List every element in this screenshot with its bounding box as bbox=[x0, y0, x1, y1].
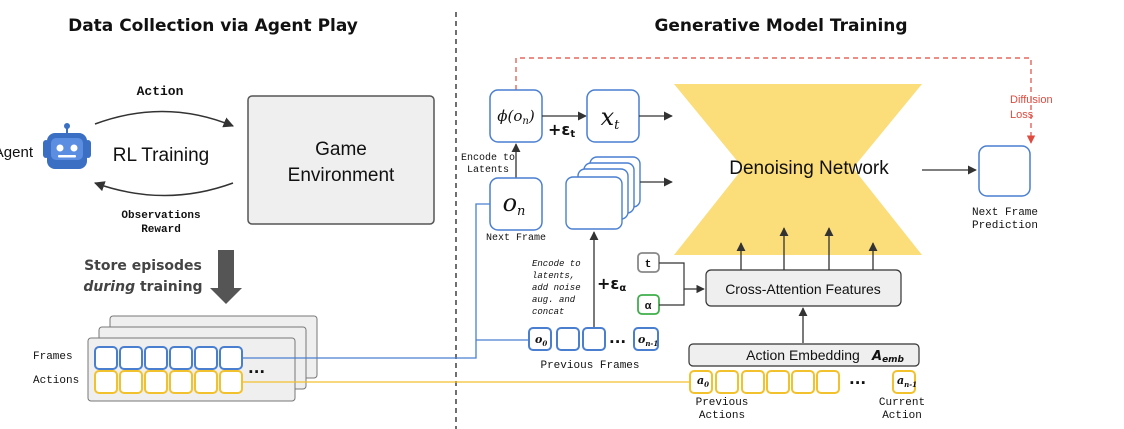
diffusion-loss-path bbox=[515, 57, 1036, 144]
left-actions-row bbox=[94, 370, 243, 394]
encode-latents-line1: Encode to bbox=[461, 152, 515, 164]
left-frames-row bbox=[94, 346, 243, 370]
game-environment-box bbox=[247, 95, 435, 225]
svg-text:Encode to: Encode to bbox=[532, 259, 581, 269]
action-square bbox=[119, 370, 143, 394]
o0-label: o0 bbox=[535, 333, 547, 348]
on1-label: on-1 bbox=[638, 333, 658, 348]
action-square bbox=[715, 370, 739, 394]
left-panel-title: Data Collection via Agent Play bbox=[68, 16, 358, 36]
svg-text:add noise: add noise bbox=[532, 283, 581, 293]
action-square bbox=[791, 370, 815, 394]
frame-square bbox=[219, 346, 243, 370]
a0-label: a0 bbox=[697, 374, 709, 389]
agent-label: Agent bbox=[0, 144, 34, 161]
right-panel-title: Generative Model Training bbox=[654, 16, 907, 36]
game-env-line2: Environment bbox=[288, 165, 395, 186]
action-square bbox=[766, 370, 790, 394]
actions-row-label: Actions bbox=[33, 375, 79, 387]
action-square bbox=[741, 370, 765, 394]
eps-t-label: +εt bbox=[548, 120, 575, 140]
frames-connector-line bbox=[243, 203, 490, 359]
denoising-network-label: Denoising Network bbox=[729, 158, 889, 179]
alpha-label: α bbox=[645, 301, 652, 313]
store-down-arrow bbox=[210, 250, 242, 304]
right-frames-ellipsis: ... bbox=[609, 329, 626, 347]
frame-square bbox=[582, 327, 606, 351]
frame-square bbox=[94, 346, 118, 370]
previous-actions-line1: Previous bbox=[696, 397, 749, 409]
action-embedding-label: Action Embedding bbox=[746, 347, 860, 363]
a-emb-label: Aemb bbox=[871, 349, 905, 365]
cross-attention-label: Cross-Attention Features bbox=[725, 281, 881, 297]
reward-label: Reward bbox=[141, 224, 181, 236]
robot-icon bbox=[43, 123, 91, 169]
svg-text:aug. and: aug. and bbox=[532, 295, 576, 305]
action-square bbox=[816, 370, 840, 394]
svg-text:latents,: latents, bbox=[532, 271, 575, 281]
diffusion-loss-line2: Loss bbox=[1010, 109, 1034, 121]
frames-row-label: Frames bbox=[33, 351, 73, 363]
action-label: Action bbox=[137, 84, 184, 99]
diffusion-loss-line1: Diffusion bbox=[1010, 94, 1053, 106]
eps-alpha-label: +εα bbox=[597, 274, 626, 294]
alpha-connector bbox=[659, 289, 685, 306]
frame-square bbox=[169, 346, 193, 370]
frame-square bbox=[194, 346, 218, 370]
encode-noise-text: Encode to latents, add noise aug. and co… bbox=[532, 259, 581, 317]
current-action-line2: Action bbox=[882, 410, 922, 422]
svg-text:concat: concat bbox=[532, 307, 564, 317]
store-episodes-line2: during training bbox=[83, 279, 202, 295]
frame-square bbox=[556, 327, 580, 351]
t-connector bbox=[659, 262, 705, 294]
current-action-line1: Current bbox=[879, 397, 925, 409]
action-square bbox=[94, 370, 118, 394]
store-during-text: during bbox=[83, 279, 135, 295]
denoising-network-shape bbox=[674, 84, 922, 255]
store-training-text: training bbox=[135, 279, 202, 295]
action-square bbox=[144, 370, 168, 394]
left-ellipsis: ... bbox=[248, 359, 265, 377]
action-square bbox=[169, 370, 193, 394]
frame-square bbox=[528, 327, 552, 351]
previous-frames-label: Previous Frames bbox=[540, 360, 639, 372]
on-label: on bbox=[503, 189, 526, 219]
observations-arrow bbox=[94, 181, 234, 197]
an1-label: an-1 bbox=[897, 374, 917, 389]
frame-square bbox=[144, 346, 168, 370]
xt-label: xt bbox=[601, 103, 621, 133]
stacked-frames bbox=[565, 156, 641, 230]
observations-label: Observations bbox=[121, 210, 200, 222]
t-label: t bbox=[645, 259, 652, 271]
phi-on-label: ϕ(on) bbox=[497, 107, 535, 127]
encode-latents-line2: Latents bbox=[467, 165, 509, 176]
next-frame-prediction-line2: Prediction bbox=[972, 220, 1038, 232]
action-square bbox=[194, 370, 218, 394]
right-frames-row bbox=[528, 327, 659, 351]
frame-square bbox=[633, 327, 659, 351]
next-frame-prediction-line1: Next Frame bbox=[972, 207, 1038, 219]
rl-training-label: RL Training bbox=[113, 145, 209, 166]
next-frame-prediction-box bbox=[978, 145, 1031, 197]
store-episodes-line1: Store episodes bbox=[84, 258, 202, 274]
action-arrow bbox=[94, 110, 234, 128]
game-env-line1: Game bbox=[315, 139, 367, 160]
cross-attention-arrows bbox=[736, 227, 878, 270]
action-square bbox=[219, 370, 243, 394]
next-frame-label: Next Frame bbox=[486, 233, 546, 244]
frame-square bbox=[119, 346, 143, 370]
right-actions-ellipsis: ... bbox=[849, 370, 866, 388]
action-square bbox=[892, 370, 916, 394]
right-actions-row bbox=[689, 370, 916, 394]
cross-attention-box bbox=[705, 269, 902, 307]
action-embedding-box bbox=[688, 343, 920, 367]
previous-actions-line2: Actions bbox=[699, 410, 745, 422]
